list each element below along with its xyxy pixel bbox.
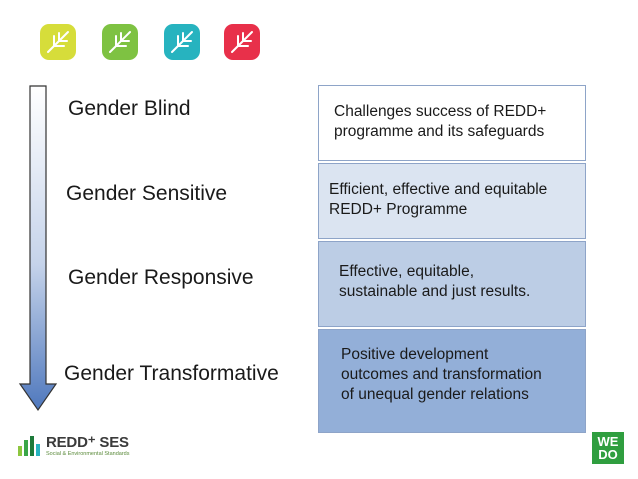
description-line: Effective, equitable, [339, 263, 474, 280]
description-box-gender-responsive: Effective, equitable, sustainable and ju… [318, 241, 586, 327]
redd-ses-subtitle: Social & Environmental Standards [46, 451, 130, 457]
description-box-gender-sensitive: Efficient, effective and equitable REDD+… [318, 163, 586, 239]
redd-ses-logo: REDD⁺ SES Social & Environmental Standar… [14, 432, 174, 464]
wedo-logo-line2: DO [598, 447, 618, 462]
leaf-icon-red [224, 24, 260, 60]
down-arrow-icon [18, 85, 58, 412]
description-line: sustainable and just results. [339, 283, 531, 300]
wedo-logo-line1: WE [597, 434, 619, 449]
redd-ses-title: REDD⁺ SES [46, 434, 129, 451]
description-box-gender-blind: Challenges success of REDD+ programme an… [318, 85, 586, 161]
description-box-gender-transformative: Positive development outcomes and transf… [318, 329, 586, 433]
leaf-icon-teal [164, 24, 200, 60]
level-label-gender-transformative: Gender Transformative [64, 362, 279, 385]
description-line: programme and its safeguards [334, 123, 545, 140]
description-line: of unequal gender relations [341, 386, 529, 403]
level-label-gender-responsive: Gender Responsive [68, 266, 254, 289]
description-line: Positive development [341, 346, 489, 363]
leaf-icon-green [102, 24, 138, 60]
description-line: Efficient, effective and equitable [329, 181, 548, 198]
description-line: outcomes and transformation [341, 366, 542, 383]
level-label-gender-sensitive: Gender Sensitive [66, 182, 228, 205]
redd-leaf-icon [14, 432, 42, 460]
leaf-icon-yellow [40, 24, 76, 60]
wedo-logo: WE DO [592, 432, 624, 464]
level-label-gender-blind: Gender Blind [68, 97, 191, 120]
description-line: REDD+ Programme [329, 201, 468, 218]
description-line: Challenges success of REDD+ [334, 103, 547, 120]
